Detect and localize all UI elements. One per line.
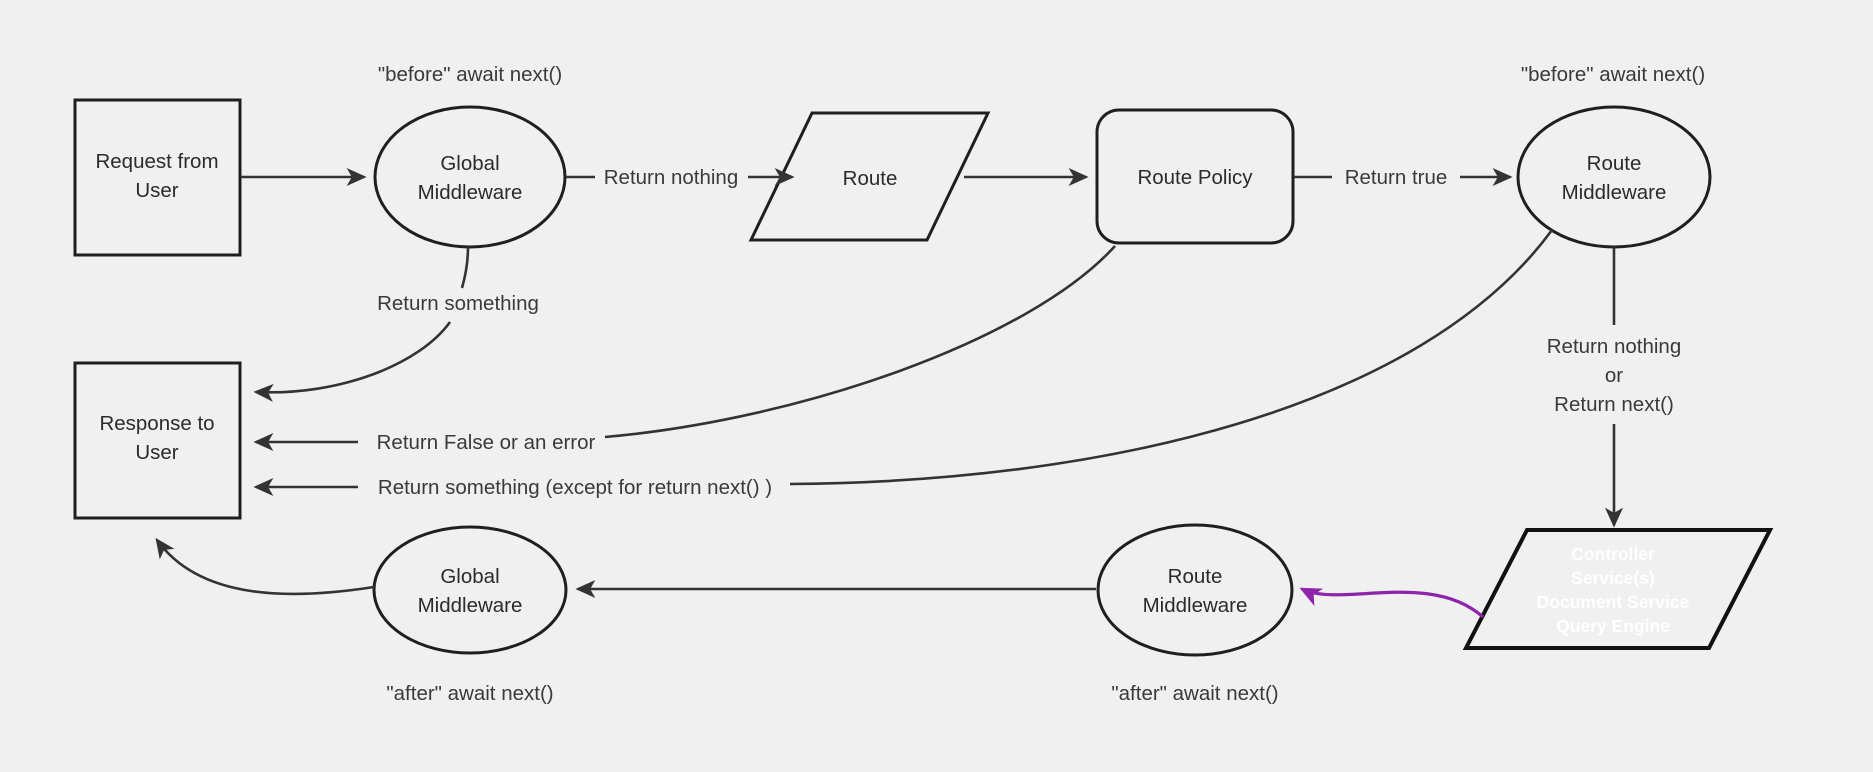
route-label: Route [843,167,898,190]
global-middleware-top-shape [373,105,567,249]
node-global-middleware-bottom[interactable]: Global Middleware [372,525,568,655]
global-middleware-bottom-shape [372,525,568,655]
global-middleware-bottom-label-line2: Middleware [418,594,523,617]
response-to-user-shape [73,361,242,520]
edge-label-return-nothing: Return nothing [604,166,738,189]
route-policy-shape [1095,108,1295,245]
edge-rm-to-response-curve [789,229,1554,486]
controller-services-shape [1462,528,1774,650]
node-response-to-user[interactable]: Response to User [73,361,242,520]
edge-policy-to-response-curve [604,245,1116,439]
route-shape [748,111,991,242]
controller-services-label-line2: Service(s) [1571,568,1655,588]
edge-label-return-false-or-error: Return False or an error [377,431,596,454]
global-middleware-top-label-line2: Middleware [418,181,523,204]
edge-label-return-true: Return true [1345,166,1448,189]
node-request-from-user[interactable]: Request from User [73,98,242,257]
request-from-user-shape [73,98,242,257]
edge-global-middleware-bottom-to-response [155,537,375,596]
response-to-user-label-line1: Response to [99,412,214,435]
annotation-after-await-next-global: "after" await next() [386,682,553,705]
annotation-after-await-next-route: "after" await next() [1111,682,1278,705]
request-from-user-label-line1: Request from [95,150,218,173]
route-middleware-top-label-line2: Middleware [1562,181,1667,204]
global-middleware-top-label-line1: Global [440,152,499,175]
annotation-before-await-next-global: "before" await next() [378,63,562,86]
annotation-before-await-next-route: "before" await next() [1521,63,1705,86]
node-global-middleware-top[interactable]: Global Middleware [373,105,567,249]
route-middleware-bottom-label-line2: Middleware [1143,594,1248,617]
edge-label-return-nothing-or-next-line1: Return nothing [1547,335,1681,358]
controller-services-label-line4: Query Engine [1556,616,1670,636]
route-policy-label: Route Policy [1137,166,1253,189]
edge-label-return-something: Return something [377,292,539,315]
edge-label-return-something-except: Return something (except for return next… [378,476,772,499]
route-middleware-bottom-shape [1096,523,1294,657]
route-middleware-top-label-line1: Route [1587,152,1642,175]
controller-services-label-line1: Controller [1571,544,1655,564]
node-route[interactable]: Route [748,111,991,242]
edge-global-to-response-upper-stub [460,246,470,289]
node-route-middleware-bottom[interactable]: Route Middleware [1096,523,1294,657]
route-middleware-top-shape [1516,105,1712,249]
global-middleware-bottom-label-line1: Global [440,565,499,588]
request-from-user-label-line2: User [135,179,178,202]
edge-global-to-response-lower-curve [253,321,452,402]
edge-controller-to-route-middleware-bottom [1299,587,1485,619]
node-route-policy[interactable]: Route Policy [1095,108,1295,245]
controller-services-label-line3: Document Service [1537,592,1690,612]
route-middleware-bottom-label-line1: Route [1168,565,1223,588]
edge-label-return-nothing-or-next-line2: or [1605,364,1623,387]
edge-label-return-nothing-or-next-line3: Return next() [1554,393,1674,416]
node-route-middleware-top[interactable]: Route Middleware [1516,105,1712,249]
node-controller-services[interactable]: Controller Service(s) Document Service Q… [1462,528,1774,650]
response-to-user-label-line2: User [135,441,178,464]
